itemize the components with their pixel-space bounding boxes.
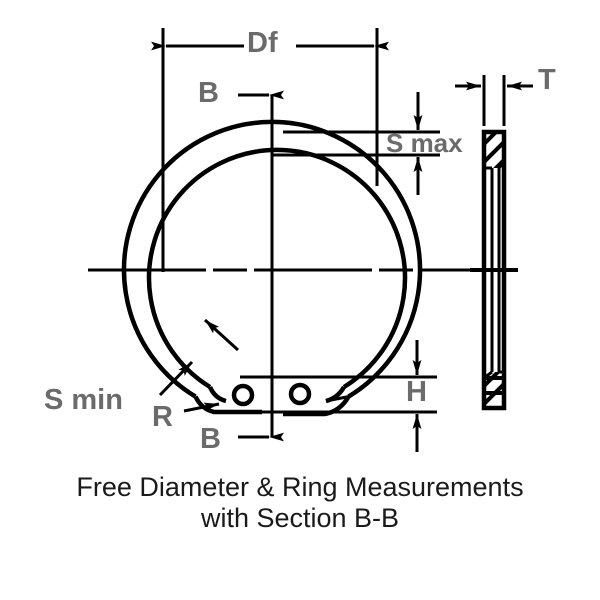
s-max-dimension: [272, 92, 440, 195]
label-b-bottom: B: [200, 423, 221, 455]
label-s-max: S max: [386, 128, 463, 158]
label-h: H: [406, 376, 427, 408]
caption-subtitle: with Section B-B: [200, 503, 400, 533]
label-t: T: [538, 64, 556, 96]
s-min-leader: [158, 360, 194, 397]
label-df: Df: [247, 27, 278, 59]
ring-thickness-leader: [203, 318, 240, 352]
section-b-b-view: [470, 129, 518, 411]
retaining-ring: [121, 119, 423, 399]
df-extension-lines: [161, 28, 379, 272]
diagram-caption: Free Diameter & Ring Measurements with S…: [0, 472, 600, 534]
lug-hole-right: [288, 382, 312, 406]
label-b-top: B: [198, 77, 219, 109]
label-s-min: S min: [44, 384, 123, 416]
lug-hole-left: [231, 383, 255, 407]
r-leader: [183, 402, 220, 413]
t-dimension: [455, 75, 533, 126]
label-r: R: [152, 401, 173, 433]
lug-holes: [231, 382, 312, 407]
caption-title: Free Diameter & Ring Measurements: [76, 472, 524, 502]
